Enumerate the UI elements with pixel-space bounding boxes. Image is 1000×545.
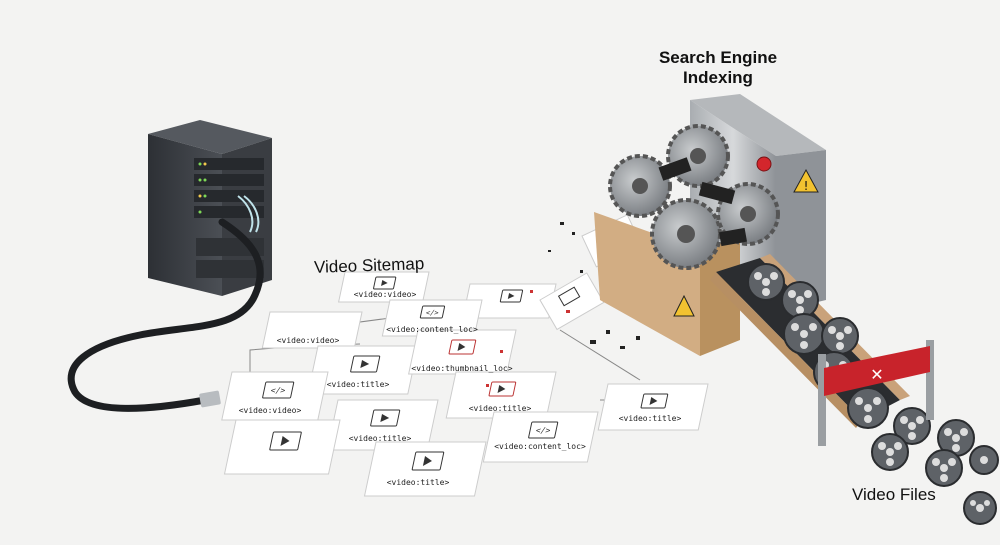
svg-text:</>: </> bbox=[425, 308, 440, 317]
film-reel-icon bbox=[963, 491, 997, 525]
sitemap-card bbox=[338, 271, 430, 303]
sitemap-card bbox=[597, 383, 709, 431]
film-reel-icon bbox=[847, 387, 889, 429]
gear-icon bbox=[650, 198, 722, 270]
card-tag: <video:content_loc> bbox=[494, 442, 586, 451]
gear-icon bbox=[666, 124, 730, 188]
server-units bbox=[194, 158, 264, 278]
sitemap-card bbox=[261, 311, 363, 349]
card-tag: <video:title> bbox=[468, 404, 532, 413]
sitemap-label: Video Sitemap bbox=[313, 254, 425, 277]
indexing-machine: ! bbox=[594, 94, 826, 356]
film-reel-icon bbox=[821, 317, 859, 355]
video-files-label: Video Files bbox=[852, 485, 936, 504]
gear-icon bbox=[608, 154, 672, 218]
film-reel-icon bbox=[783, 313, 825, 355]
svg-text:</>: </> bbox=[270, 385, 287, 395]
card-tag: <video:thumbnail_loc> bbox=[411, 364, 513, 373]
sitemap-card: </> bbox=[482, 411, 599, 463]
barrier-x-icon: ✕ bbox=[870, 365, 883, 384]
sitemap-card bbox=[408, 329, 517, 375]
cable-plug bbox=[199, 390, 221, 408]
film-reel-icon bbox=[969, 445, 999, 475]
film-reel-icon bbox=[871, 433, 909, 471]
card-tag: <video:video> bbox=[276, 336, 340, 345]
svg-text:!: ! bbox=[804, 179, 809, 193]
red-barrier: ✕ bbox=[818, 340, 934, 446]
card-tag: <video:content_loc> bbox=[386, 325, 478, 334]
gear-icon bbox=[716, 182, 780, 246]
shredded-debris bbox=[486, 222, 640, 387]
film-reel-icon bbox=[747, 263, 785, 301]
flying-card bbox=[539, 272, 605, 331]
card-tag: <video:title> bbox=[326, 380, 390, 389]
film-reel-icon bbox=[781, 281, 819, 319]
search-engine-label: Search Engine Indexing bbox=[658, 48, 778, 88]
server-rack bbox=[148, 120, 272, 296]
sitemap-card bbox=[223, 419, 341, 475]
card-tag: <video:title> bbox=[348, 434, 412, 443]
wood-warning-sign bbox=[673, 294, 695, 317]
svg-text:</>: </> bbox=[535, 425, 552, 435]
sitemap-cards: </> </> bbox=[221, 214, 709, 497]
card-tag: <video:title> bbox=[386, 478, 450, 487]
card-tag: <video:title> bbox=[618, 414, 682, 423]
film-reel-icon bbox=[893, 407, 931, 445]
alarm-light bbox=[756, 156, 772, 172]
warning-sign bbox=[793, 168, 819, 193]
ethernet-cable bbox=[67, 218, 264, 412]
sitemap-card bbox=[363, 441, 487, 497]
card-tag: <video:video> bbox=[353, 290, 417, 299]
sitemap-card: </> bbox=[381, 299, 483, 337]
card-tag: <video:video> bbox=[238, 406, 302, 415]
film-reel-icon bbox=[925, 449, 963, 487]
film-reel-icon bbox=[937, 419, 975, 457]
